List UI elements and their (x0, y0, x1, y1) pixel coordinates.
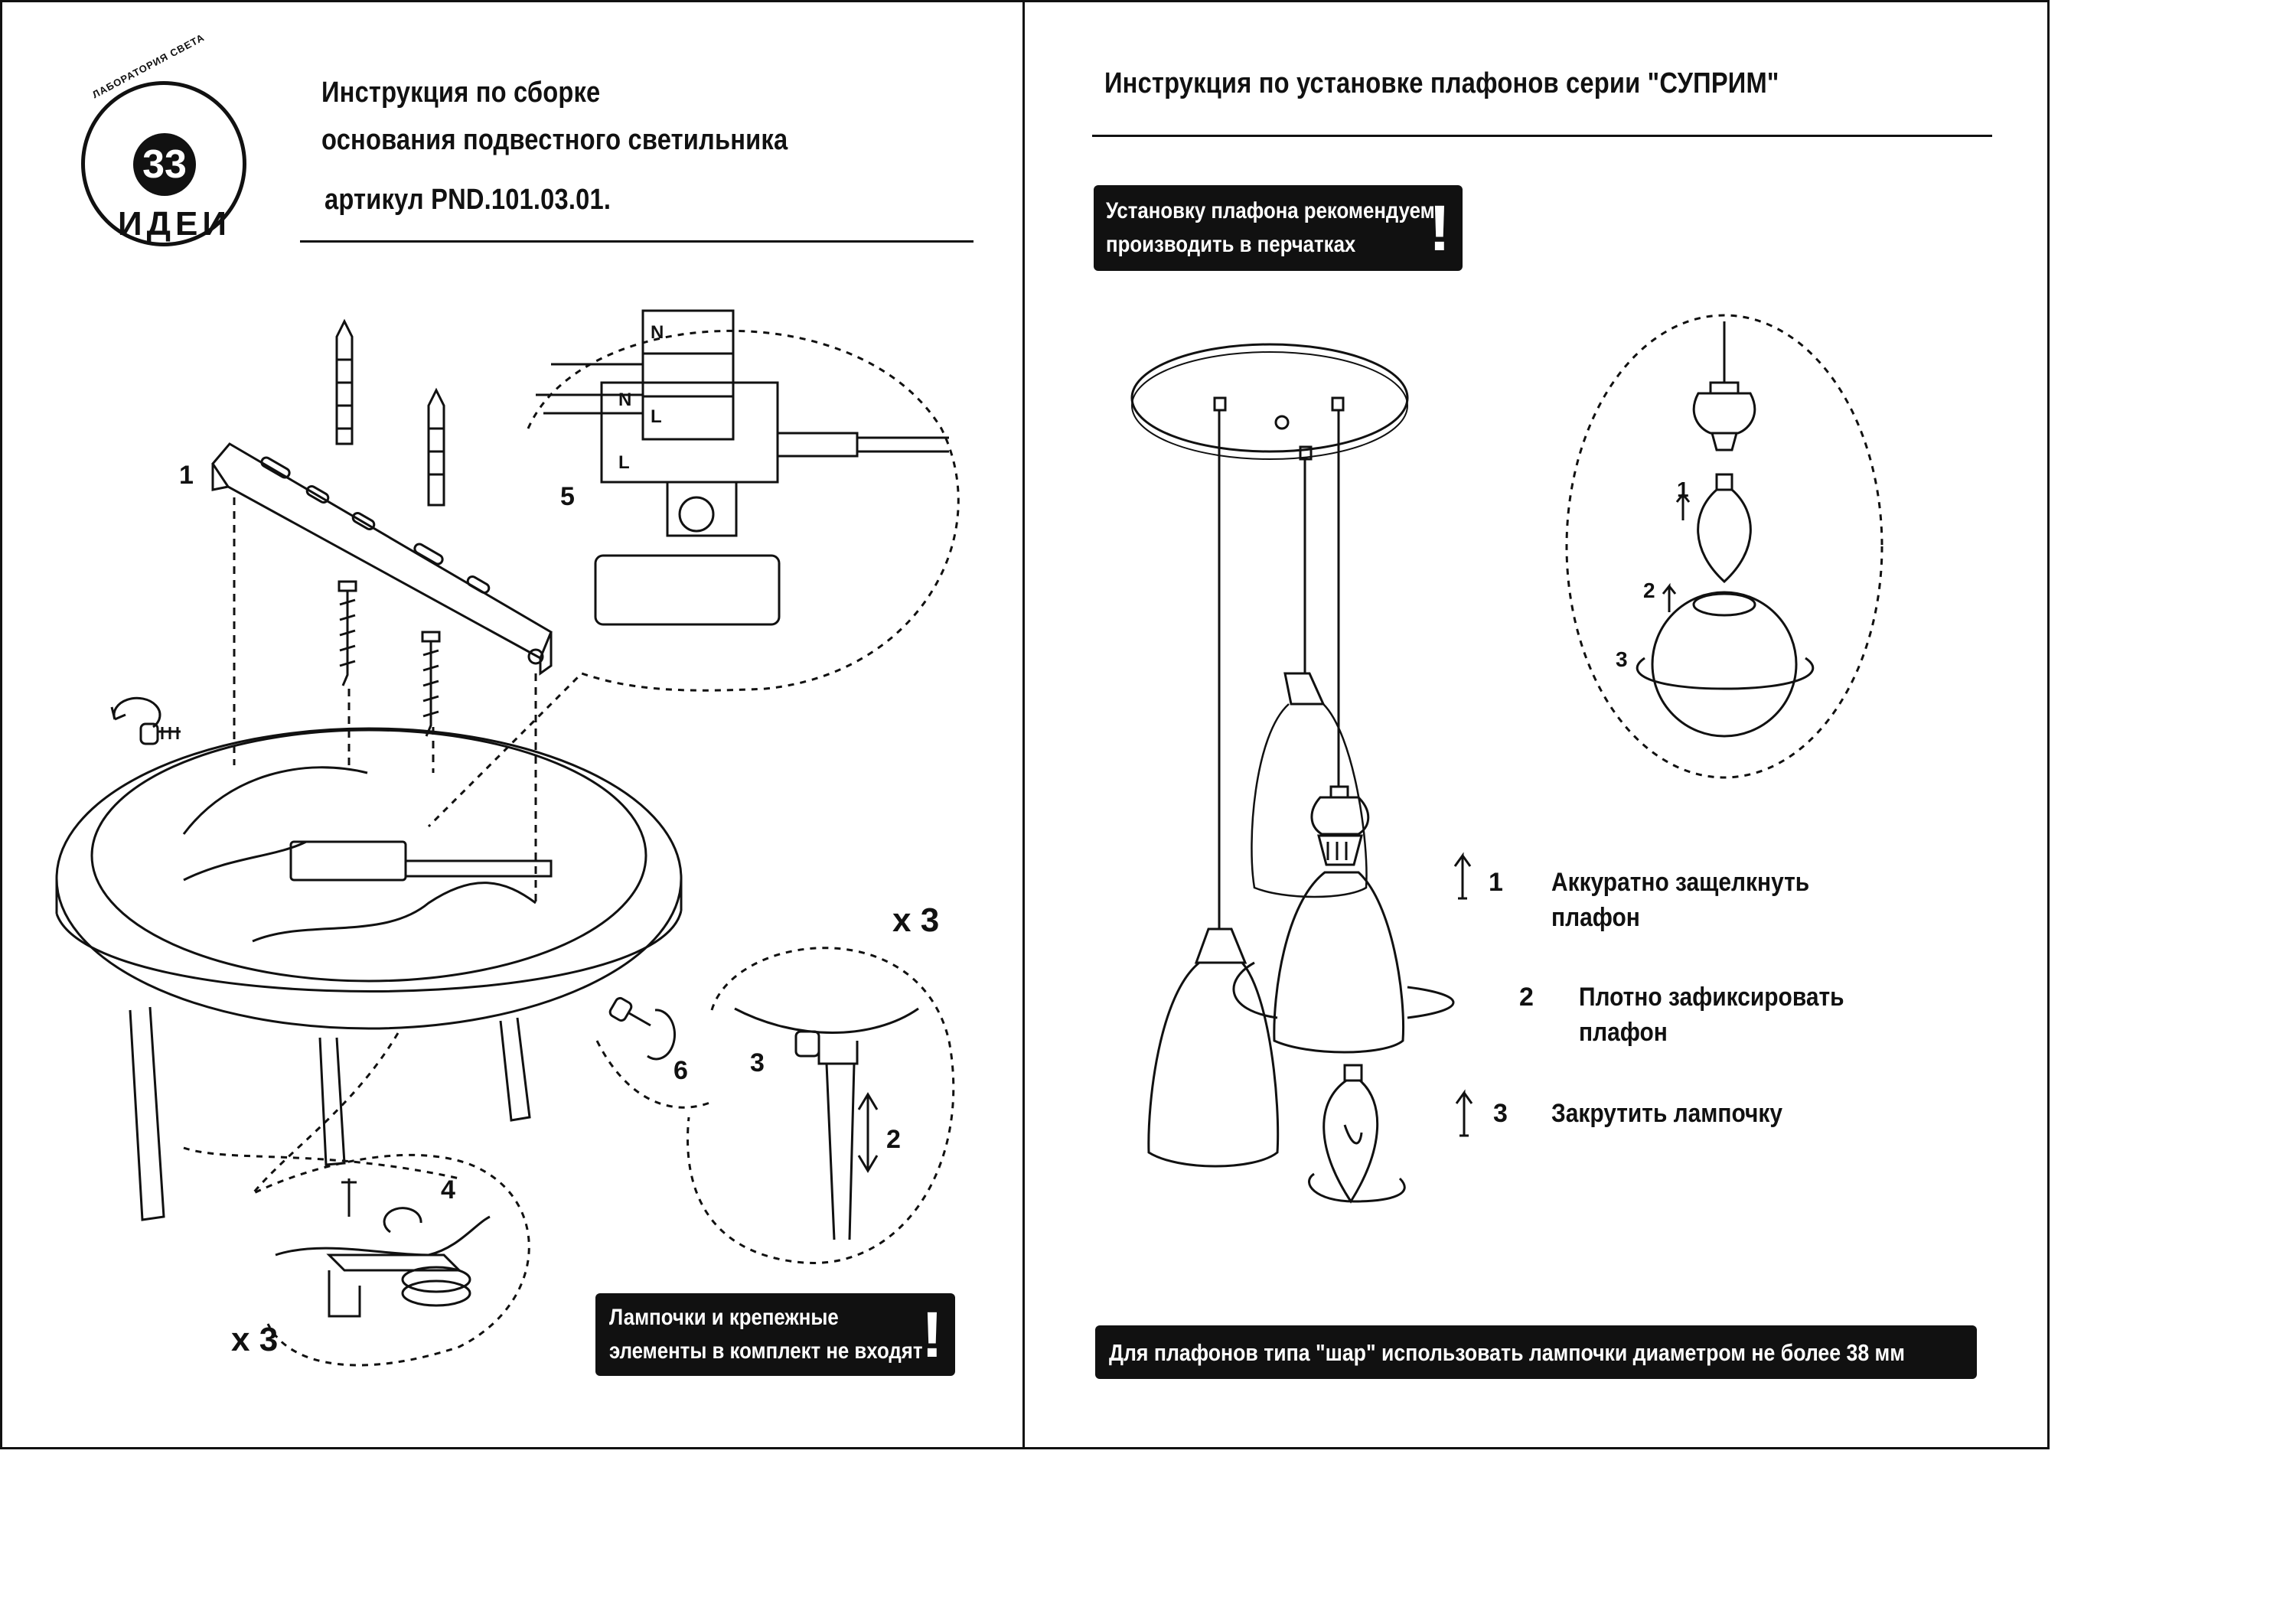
quantity-label-rods: x 3 (892, 901, 940, 939)
step-number-2: 2 (1519, 983, 1534, 1012)
sphere-step-3: 3 (1616, 647, 1628, 671)
notice-line2: элементы в комплект не входят (609, 1338, 923, 1364)
not-included-notice: Лампочки и крепежные элементы в комплект… (595, 1293, 955, 1376)
rotate-arrow-icon (1308, 1172, 1406, 1203)
up-arrow-icon (1662, 582, 1677, 612)
page-frame (0, 0, 2050, 1449)
support-rod (499, 1017, 531, 1122)
logo-number: 33 (133, 133, 196, 196)
step-label-1: 1 (179, 461, 194, 490)
pendant-shade (1273, 871, 1404, 1054)
assembly-title-line2: основания подвестного светильника (321, 124, 788, 156)
mounting-bracket (211, 442, 553, 676)
step-label-2: 2 (886, 1125, 901, 1154)
terminal-block (289, 840, 407, 882)
wall-plug-icon (427, 387, 445, 507)
screw-icon (341, 1178, 357, 1217)
sphere-step-2: 2 (1643, 579, 1655, 602)
step-text-1-line1: Аккуратно защелкнуть (1551, 868, 1810, 897)
rotate-arrow-icon (1636, 657, 1815, 690)
screw-icon (608, 996, 651, 1027)
gloves-notice-line2: производить в перчатках (1106, 232, 1356, 257)
lamp-holder (1310, 785, 1370, 866)
support-rod (129, 1006, 165, 1221)
rotate-arrow-icon (647, 1009, 676, 1061)
base-assembly-drawing: N L N L (55, 309, 960, 1367)
gloves-notice-line1: Установку плафона рекомендуем (1106, 198, 1435, 223)
assembly-title-line1: Инструкция по сборке (321, 77, 601, 109)
step-label-5: 5 (560, 482, 575, 511)
notice-line1: Лампочки и крепежные (609, 1305, 839, 1330)
rotate-arrow-icon (383, 1207, 422, 1234)
left-page: ЛАБОРАТОРИЯ СВЕТА 33 ИДЕИ Инструкция по … (0, 0, 1022, 1449)
terminal-label: L (651, 406, 662, 427)
logo-bottom-text: ИДЕИ (118, 205, 231, 243)
installation-title: Инструкция по установке плафонов серии "… (1104, 67, 1779, 99)
step-number-1: 1 (1489, 868, 1503, 897)
quantity-label-clamps: x 3 (231, 1321, 279, 1358)
ceiling-canopy (55, 727, 683, 1030)
step-label-6: 6 (673, 1056, 688, 1085)
page-divider (1022, 0, 1025, 1449)
step-label-4: 4 (441, 1175, 455, 1204)
step-text-3-line1: Закрутить лампочку (1551, 1099, 1783, 1128)
step-label-3: 3 (750, 1048, 765, 1077)
detail-callout-5 (427, 330, 960, 828)
candle-bulb (1308, 1064, 1406, 1204)
ceiling-canopy (1130, 343, 1409, 461)
logo-ring (81, 81, 246, 246)
brand-logo: ЛАБОРАТОРИЯ СВЕТА 33 ИДЕИ (73, 31, 254, 254)
header-rule-right (1092, 135, 1992, 137)
support-rod (318, 1037, 346, 1166)
pendant-shade (1147, 927, 1280, 1168)
sphere-shade-detail (1636, 321, 1815, 738)
rotate-arrow-icon (110, 696, 161, 729)
shade-installation-drawing (1130, 314, 1883, 1204)
wire-sleeve (406, 859, 553, 878)
pendant-shade (1251, 672, 1368, 898)
rotate-arrow-icon (1232, 961, 1455, 1019)
wall-plug-icon (335, 318, 354, 445)
article-number: артикул PND.101.03.01. (325, 184, 612, 216)
header-rule-left (300, 240, 974, 243)
up-arrow-icon (1453, 852, 1472, 900)
up-arrow-icon (1675, 491, 1691, 520)
wire-clamp-detail (275, 1178, 491, 1318)
junction-box-detail (536, 309, 949, 626)
step-text-2-line1: Плотно зафиксировать (1579, 983, 1844, 1012)
detail-callout-4 (251, 1032, 530, 1367)
terminal-label: L (618, 452, 630, 473)
screw-icon (338, 580, 357, 686)
sphere-detail-callout (1565, 314, 1883, 779)
step-number-3: 3 (1493, 1099, 1508, 1128)
screw-icon (421, 631, 441, 737)
detail-callout-2-3 (687, 947, 955, 1264)
screw-icon (139, 722, 181, 745)
right-page: Инструкция по установке плафонов серии "… (1025, 0, 2050, 1449)
warning-icon: ! (921, 1299, 943, 1371)
up-arrow-icon (1455, 1089, 1473, 1137)
bulb-diameter-notice-text: Для плафонов типа "шар" использовать лам… (1109, 1339, 1906, 1366)
step-text-1-line2: плафон (1551, 903, 1640, 932)
sphere-step-1: 1 (1677, 478, 1689, 501)
warning-icon: ! (1429, 192, 1450, 264)
terminal-label: N (618, 390, 631, 410)
gloves-notice: Установку плафона рекомендуем производит… (1094, 185, 1463, 271)
rod-fixing-detail (734, 1007, 919, 1240)
step-text-2-line2: плафон (1579, 1018, 1668, 1047)
terminal-label: N (651, 322, 664, 343)
bulb-diameter-notice: Для плафонов типа "шар" использовать лам… (1095, 1325, 1977, 1379)
